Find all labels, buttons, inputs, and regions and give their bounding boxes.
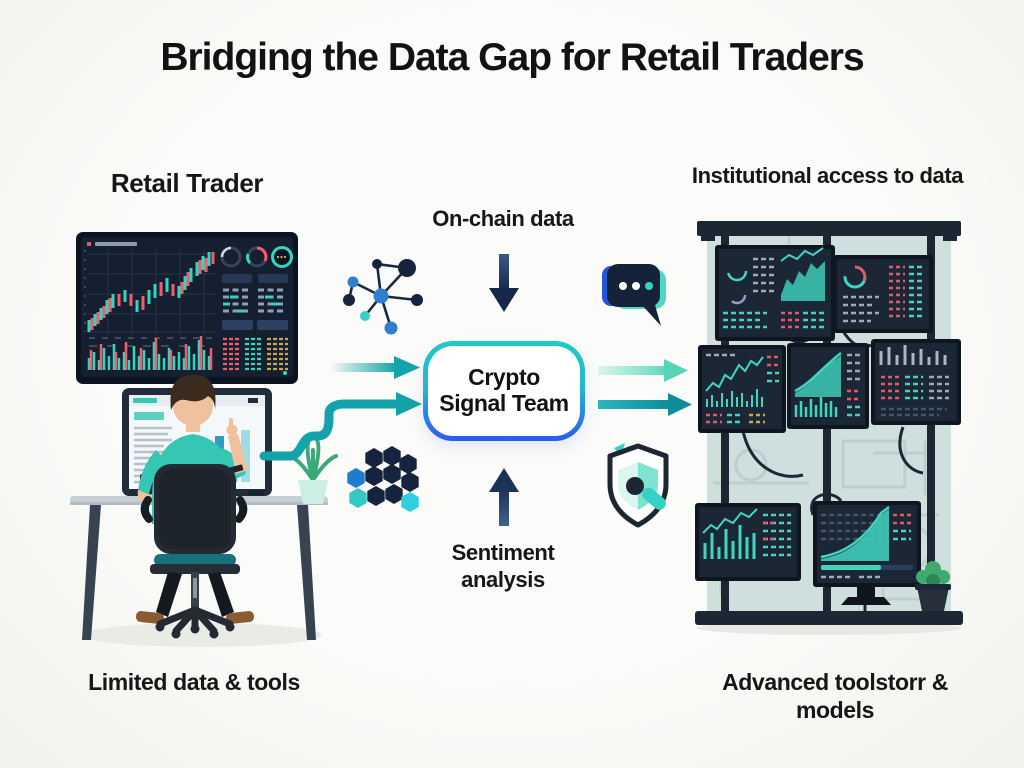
- institutional-monitor-wall: [695, 221, 963, 635]
- candlestick-chart: [84, 242, 216, 347]
- onchain-down-arrow: [489, 254, 519, 312]
- advanced-tools-caption: Advanced toolstorr & models: [722, 669, 948, 724]
- arrow-team-to-wall-bottom: [598, 393, 692, 416]
- hexagon-cluster-icon: [347, 446, 419, 512]
- monitor-screen: [871, 339, 961, 425]
- chair-base: [155, 572, 235, 639]
- monitor-stand: [841, 587, 891, 605]
- gauge-widgets: [220, 246, 293, 268]
- floor-shadow: [82, 623, 322, 647]
- sentiment-up-arrow: [489, 468, 519, 526]
- sentiment-analysis-label: Sentiment analysis: [451, 540, 555, 592]
- desk-plant: [288, 436, 338, 504]
- price-table: [223, 337, 288, 375]
- crypto-signal-team-label: Crypto Signal Team: [428, 346, 580, 436]
- volume-bars: [87, 336, 213, 370]
- crypto-signal-team-box: Crypto Signal Team: [423, 341, 585, 441]
- monitor-screen: [787, 343, 869, 429]
- monitor-screen: [698, 345, 786, 433]
- chat-bubble-icon: [602, 264, 666, 326]
- retail-trader-heading: Retail Trader: [110, 168, 264, 198]
- retail-trading-monitor: [76, 232, 298, 384]
- phone-on-desk: [248, 490, 264, 496]
- order-panel: [222, 274, 288, 330]
- monitor-screen: [715, 245, 835, 341]
- monitor-screen: [695, 503, 801, 581]
- arrow-team-to-wall-top: [598, 359, 688, 382]
- page-title: Bridging the Data Gap for Retail Traders: [160, 36, 864, 79]
- limited-data-caption: Limited data & tools: [88, 669, 300, 695]
- wall-base-bar: [695, 611, 963, 625]
- onchain-data-label: On-chain data: [432, 206, 574, 231]
- office-chair: [140, 464, 248, 574]
- security-shield-icon: [607, 443, 669, 528]
- network-nodes-icon: [343, 259, 423, 335]
- monitor-screen: [813, 501, 921, 587]
- institutional-heading: Institutional access to data: [691, 163, 964, 188]
- trader-legs: [135, 572, 255, 624]
- retail-trader-desk-scene: [70, 374, 338, 647]
- monitor-screen: [833, 255, 933, 333]
- potted-plant: [915, 561, 951, 611]
